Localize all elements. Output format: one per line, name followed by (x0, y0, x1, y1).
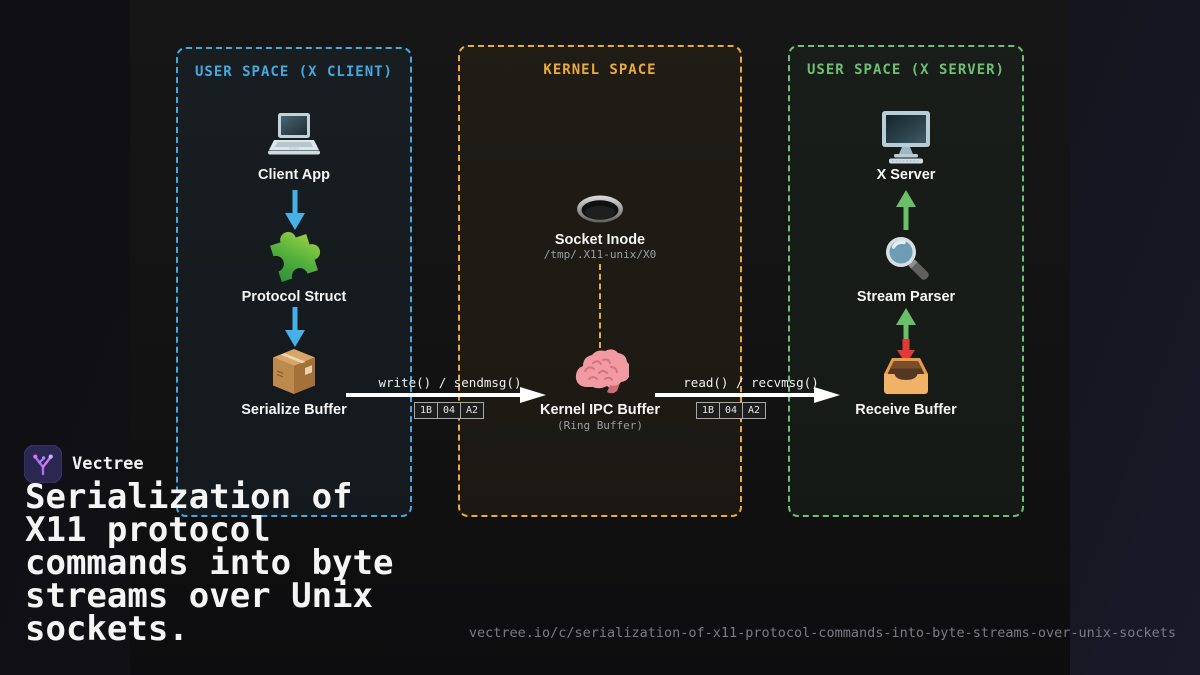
brain-icon (571, 348, 631, 401)
footer-url: vectree.io/c/serialization-of-x11-protoc… (468, 625, 1176, 641)
socket-hole-icon (576, 194, 624, 229)
byte-cell: 1B (414, 402, 438, 419)
byte-cell: A2 (460, 402, 484, 419)
kernel-ipc-buffer-label: Kernel IPC Buffer (539, 402, 661, 418)
socket-inode-label: Socket Inode (554, 232, 646, 248)
arrow-up-icon (895, 190, 917, 235)
byte-strip-read: 1B 04 A2 (696, 402, 766, 419)
laptop-icon (266, 112, 322, 163)
read-recvmsg-label: read() / recvmsg() (683, 375, 819, 390)
receive-buffer-label: Receive Buffer (855, 402, 957, 418)
arrow-down-icon (284, 307, 306, 352)
write-sendmsg-label: write() / sendmsg() (378, 375, 522, 390)
client-box-title: USER SPACE (X CLIENT) (194, 64, 393, 80)
byte-cell: 04 (719, 402, 743, 419)
byte-cell: 1B (696, 402, 720, 419)
kernel-box-title: KERNEL SPACE (543, 62, 657, 78)
inbox-tray-icon (879, 355, 933, 402)
arrow-down-icon (284, 190, 306, 235)
flow-arrow-right-icon (655, 386, 840, 409)
socket-path-label: /tmp/.X11-unix/X0 (543, 248, 657, 261)
flow-arrow-right-icon (346, 386, 546, 409)
server-box-title: USER SPACE (X SERVER) (806, 62, 1005, 78)
page-title: Serialization of X11 protocol commands i… (25, 477, 394, 649)
byte-strip-write: 1B 04 A2 (414, 402, 484, 419)
ring-buffer-label: (Ring Buffer) (556, 419, 644, 432)
brand-name: Vectree (72, 454, 144, 474)
stream-parser-label: Stream Parser (856, 289, 956, 305)
arrow-down-red-icon (896, 339, 916, 369)
socket-to-buffer-connector (599, 264, 601, 348)
client-app-label: Client App (258, 167, 330, 183)
x-server-label: X Server (876, 167, 936, 183)
package-icon (268, 348, 320, 401)
puzzle-icon (267, 231, 321, 290)
byte-cell: 04 (437, 402, 461, 419)
serialize-buffer-label: Serialize Buffer (241, 402, 347, 418)
byte-cell: A2 (742, 402, 766, 419)
monitor-icon (877, 110, 935, 169)
protocol-struct-label: Protocol Struct (241, 289, 347, 305)
magnifier-icon (880, 232, 932, 289)
